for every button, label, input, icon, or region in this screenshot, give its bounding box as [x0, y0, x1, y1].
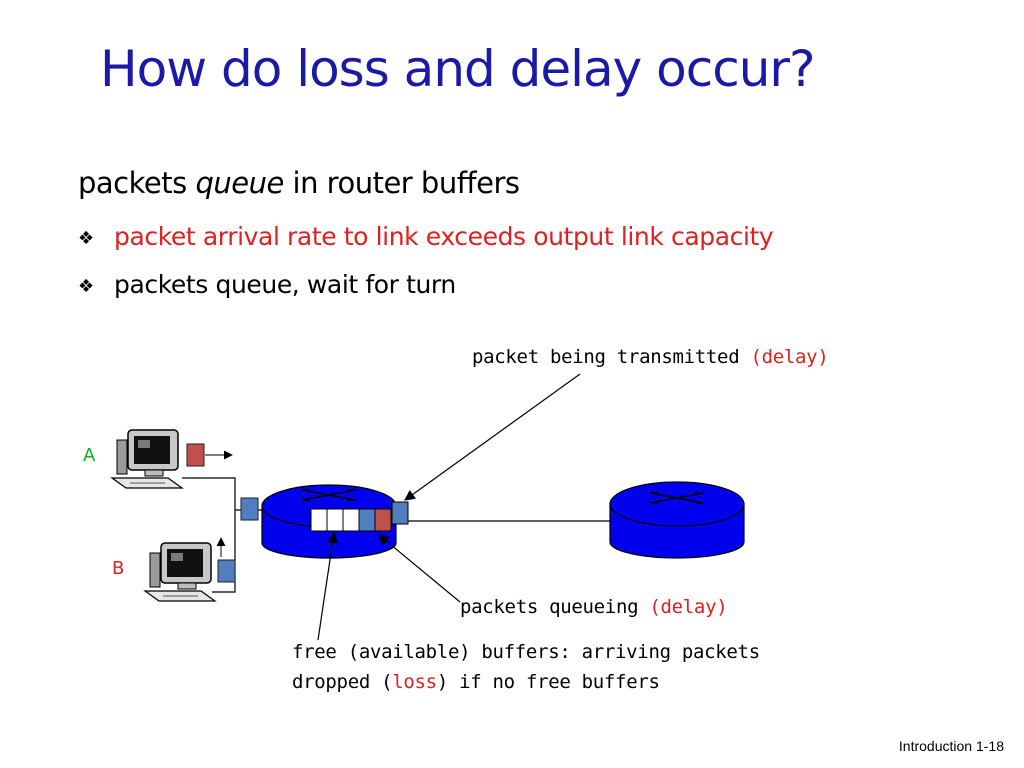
arrow-icon-queueing: [378, 534, 461, 603]
intro-prefix: packets: [78, 166, 196, 200]
packet-from-host-a: [186, 443, 205, 467]
transmitted-text: packet being transmitted: [472, 346, 751, 368]
free-buffer-slot: [310, 508, 328, 532]
transmitted-callout: packet being transmitted (delay): [472, 346, 829, 368]
bullet-text: packets queue, wait for turn: [114, 270, 456, 299]
queueing-delay: (delay): [649, 596, 728, 618]
router-buffer: [310, 508, 392, 532]
router-cross-icon: [301, 489, 356, 501]
free-buffers-callout-line2: dropped (loss) if no free buffers: [292, 671, 660, 693]
slide-title: How do loss and delay occur?: [100, 40, 816, 98]
free-buffer-slot: [342, 508, 360, 532]
queued-packet: [358, 508, 376, 532]
slide-footer: Introduction 1-18: [898, 738, 1004, 754]
bullet-text: packet arrival rate to link exceeds outp…: [114, 222, 774, 251]
diamond-bullet-icon: ❖: [78, 275, 94, 297]
host-b-label: B: [112, 558, 125, 579]
free-line2-suffix: ) if no free buffers: [436, 671, 660, 693]
transmitted-delay: (delay): [750, 346, 829, 368]
packet-arriving: [240, 497, 259, 521]
free-buffer-slot: [326, 508, 344, 532]
bullet-arrival-rate: ❖ packet arrival rate to link exceeds out…: [78, 222, 774, 251]
queueing-callout: packets queueing (delay): [460, 596, 728, 618]
computer-icon-host-b: [143, 542, 217, 602]
arrow-icon-transmitted: [404, 373, 581, 501]
queueing-text: packets queueing: [460, 596, 650, 618]
router-cross-icon: [649, 492, 704, 504]
intro-suffix: in router buffers: [283, 166, 521, 200]
intro-emphasis: queue: [195, 166, 284, 200]
free-buffers-callout-line1: free (available) buffers: arriving packe…: [292, 641, 760, 663]
arrow-icon-free-buffers: [317, 531, 338, 641]
host-a-label: A: [83, 445, 96, 466]
computer-icon-host-a: [110, 429, 184, 489]
packet-being-transmitted: [391, 501, 409, 525]
free-line2-prefix: dropped (: [292, 671, 393, 693]
queued-packet: [374, 508, 392, 532]
intro-line: packets queue in router buffers: [78, 166, 520, 200]
router-right: [609, 481, 745, 559]
bullet-wait-for-turn: ❖ packets queue, wait for turn: [78, 270, 456, 299]
loss-word: loss: [392, 671, 437, 693]
packet-from-host-b: [217, 559, 236, 583]
diamond-bullet-icon: ❖: [78, 227, 94, 249]
